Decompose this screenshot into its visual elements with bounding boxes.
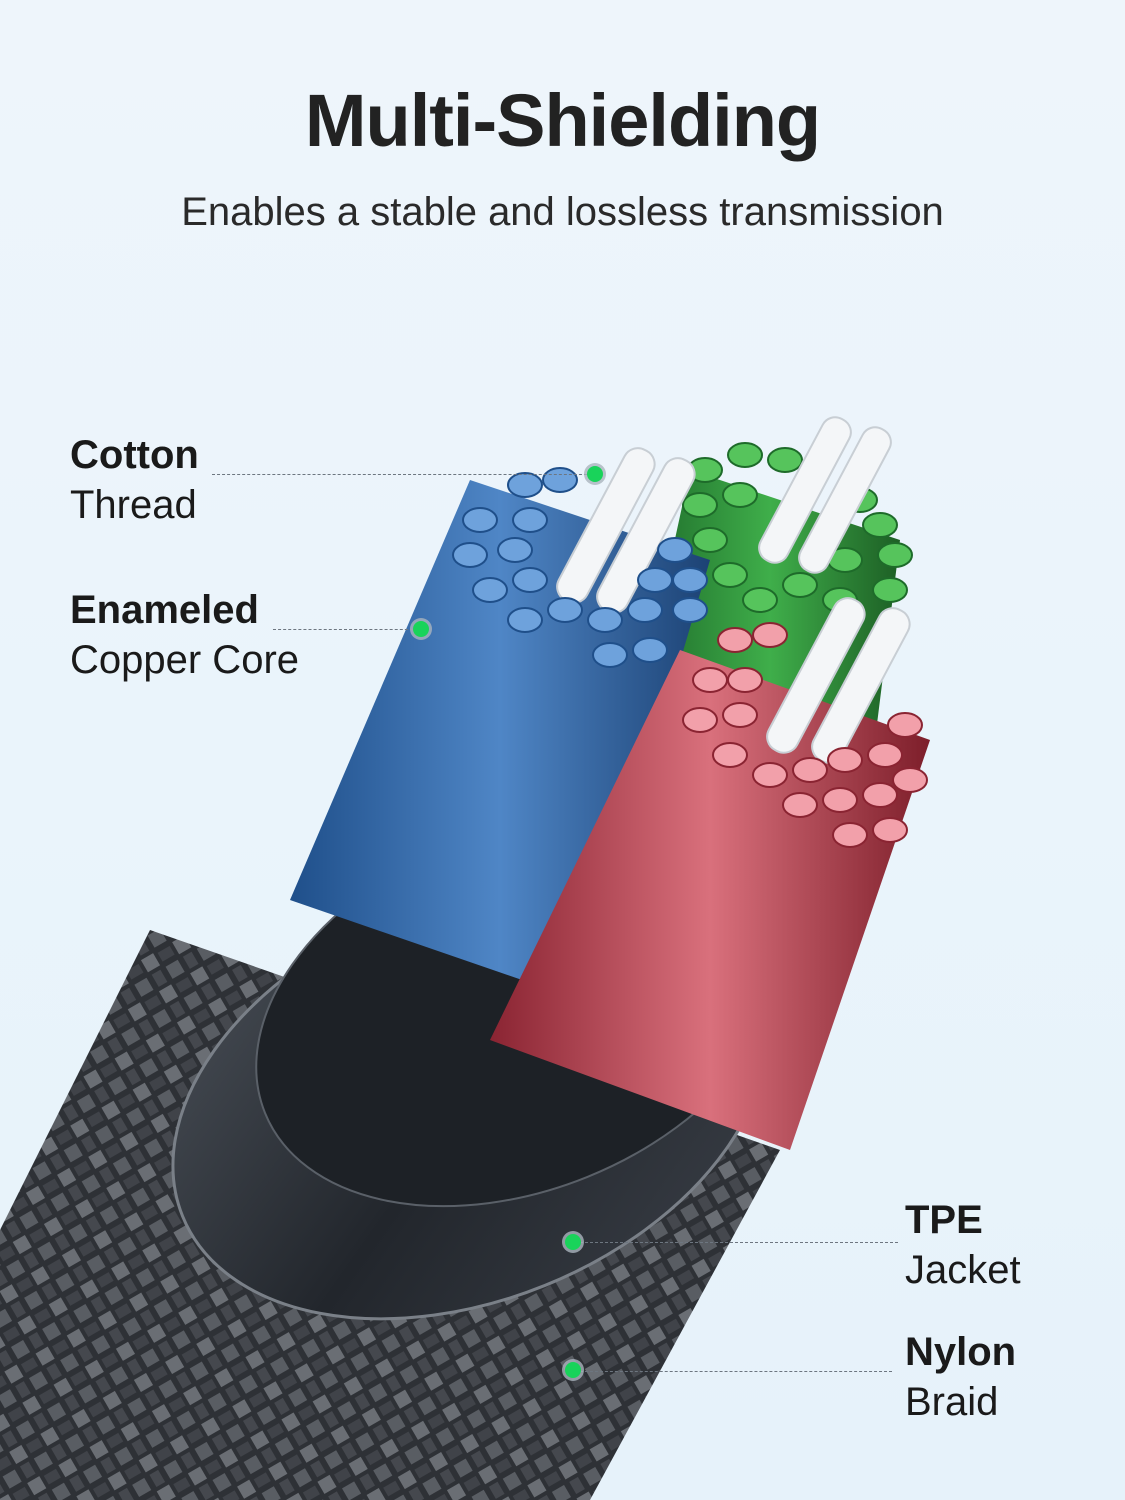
callout-title: Enameled [70,588,259,632]
marker-dot [565,1362,581,1378]
callout-subtitle: Thread [70,483,197,527]
callout-subtitle: Jacket [905,1248,1021,1292]
callout-title: TPE [905,1198,983,1242]
callout-subtitle: Braid [905,1380,999,1424]
leader-line [580,1242,898,1243]
callout-title: Cotton [70,433,199,477]
callout-subtitle: Copper Core [70,638,300,682]
marker-dot [413,621,429,637]
page-subtitle: Enables a stable and lossless transmissi… [181,190,944,234]
callout-nylon-braid: Nylon Braid [905,1327,1016,1427]
page-title: Multi-Shielding [304,79,821,162]
red-copper-core [490,597,930,1150]
callout-title: Nylon [905,1330,1017,1374]
callout-cotton-thread: Cotton Thread [70,430,199,530]
marker-dot [565,1234,581,1250]
marker-dot [587,466,603,482]
leader-line [580,1371,892,1372]
callout-tpe-jacket: TPE Jacket [905,1195,1021,1295]
leader-line [273,629,418,630]
callout-enameled-copper-core: Enameled Copper Core [70,585,299,685]
leader-line [212,474,592,475]
